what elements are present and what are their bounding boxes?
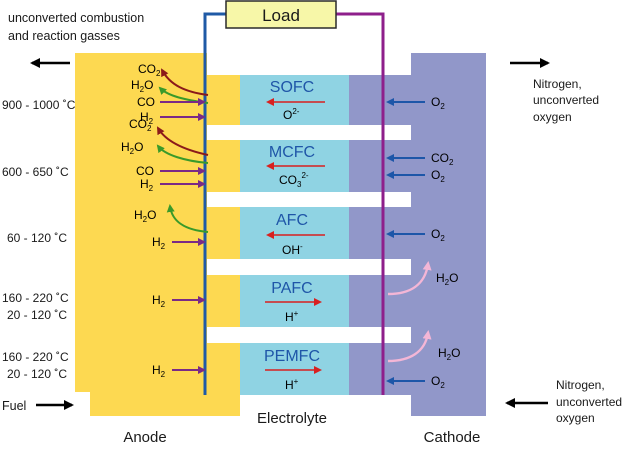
arrow-mcfc-h2o-out <box>156 144 209 164</box>
arrow-afc-h2o-out <box>166 204 209 233</box>
fuel-label: Fuel <box>2 399 26 413</box>
anode-region <box>75 53 240 416</box>
temp-afc: 60 - 120 ˚C <box>7 231 67 245</box>
temp-pemfc-2: 20 - 120 ˚C <box>7 367 67 381</box>
species-afc-o2: O2 <box>431 227 445 243</box>
cathode-out-label-1: Nitrogen, <box>533 77 582 91</box>
cathode-label: Cathode <box>424 429 481 446</box>
species-sofc-o2: O2 <box>431 95 445 111</box>
load-box <box>225 0 337 29</box>
cell-title-mcfc: MCFC <box>269 144 315 161</box>
species-afc-h2o: H2O <box>134 208 156 224</box>
ion-label-pemfc: H+ <box>285 377 299 392</box>
load-label: Load <box>262 6 300 25</box>
wire-cathode <box>336 12 385 395</box>
exhaust-label-line1: unconverted combustion <box>8 11 144 25</box>
species-sofc-h2: H2 <box>140 110 154 126</box>
species-pemfc-h2o: H2O <box>438 346 460 362</box>
temp-sofc: 900 - 1000 ˚C <box>2 98 76 112</box>
ion-label-afc: OH- <box>282 242 303 257</box>
cathode-out-label-3: oxygen <box>533 110 572 124</box>
species-pemfc-h2: H2 <box>152 363 166 379</box>
species-sofc-co: CO <box>137 95 155 109</box>
anode-label: Anode <box>123 429 166 446</box>
electrolyte-afc <box>240 207 349 259</box>
arrow-pemfc-h2o-out <box>387 330 432 363</box>
wire-anode <box>203 12 226 395</box>
cathode-out-label-2: unconverted <box>533 93 599 107</box>
species-sofc-co2-low: CO2 <box>129 117 152 133</box>
ion-label-mcfc: CO32- <box>279 171 309 189</box>
cathode-inner-2 <box>349 192 411 207</box>
electrolyte-pafc <box>240 275 349 327</box>
electrolyte-sofc <box>240 75 349 125</box>
electrolyte-pemfc <box>240 343 349 395</box>
species-mcfc-co: CO <box>136 164 154 178</box>
species-sofc-h2o-top: H2O <box>131 78 153 94</box>
cell-title-pemfc: PEMFC <box>264 348 320 365</box>
cathode-inner-4 <box>349 327 411 343</box>
cell-title-sofc: SOFC <box>270 79 314 96</box>
cathode-in-label-1: Nitrogen, <box>556 378 605 392</box>
anode-exhaust-duct <box>75 53 207 78</box>
temp-mcfc: 600 - 650 ˚C <box>2 165 69 179</box>
temp-pafc-1: 160 - 220 ˚C <box>2 291 69 305</box>
cathode-inner-3 <box>349 259 411 275</box>
cell-title-afc: AFC <box>276 212 308 229</box>
cathode-in-label-3: oxygen <box>556 411 595 425</box>
species-afc-h2: H2 <box>152 235 166 251</box>
temp-pemfc-1: 160 - 220 ˚C <box>2 350 69 364</box>
species-sofc-h2o-low: H2O <box>121 140 143 156</box>
species-mcfc-h2: H2 <box>140 177 154 193</box>
ion-label-sofc: O2- <box>283 107 300 122</box>
cathode-in-label-2: unconverted <box>556 395 622 409</box>
ion-label-pafc: H+ <box>285 309 299 324</box>
arrow-sofc-co2-out <box>161 68 209 96</box>
exhaust-label-line2: and reaction gasses <box>8 29 120 43</box>
electrolyte-label: Electrolyte <box>257 410 327 427</box>
species-pafc-h2o: H2O <box>436 271 458 287</box>
species-pemfc-o2: O2 <box>431 374 445 390</box>
species-sofc-co2-top: CO2 <box>138 62 161 78</box>
anode-strip-top <box>207 75 240 395</box>
species-mcfc-o2: O2 <box>431 168 445 184</box>
temp-pafc-2: 20 - 120 ˚C <box>7 308 67 322</box>
cathode-inner-1 <box>349 125 411 140</box>
cell-title-pafc: PAFC <box>271 280 312 297</box>
arrow-pafc-h2o-out <box>387 261 432 296</box>
species-pafc-h2: H2 <box>152 293 166 309</box>
arrow-mcfc-co2-out <box>157 126 209 156</box>
species-mcfc-co2: CO2 <box>431 151 454 167</box>
